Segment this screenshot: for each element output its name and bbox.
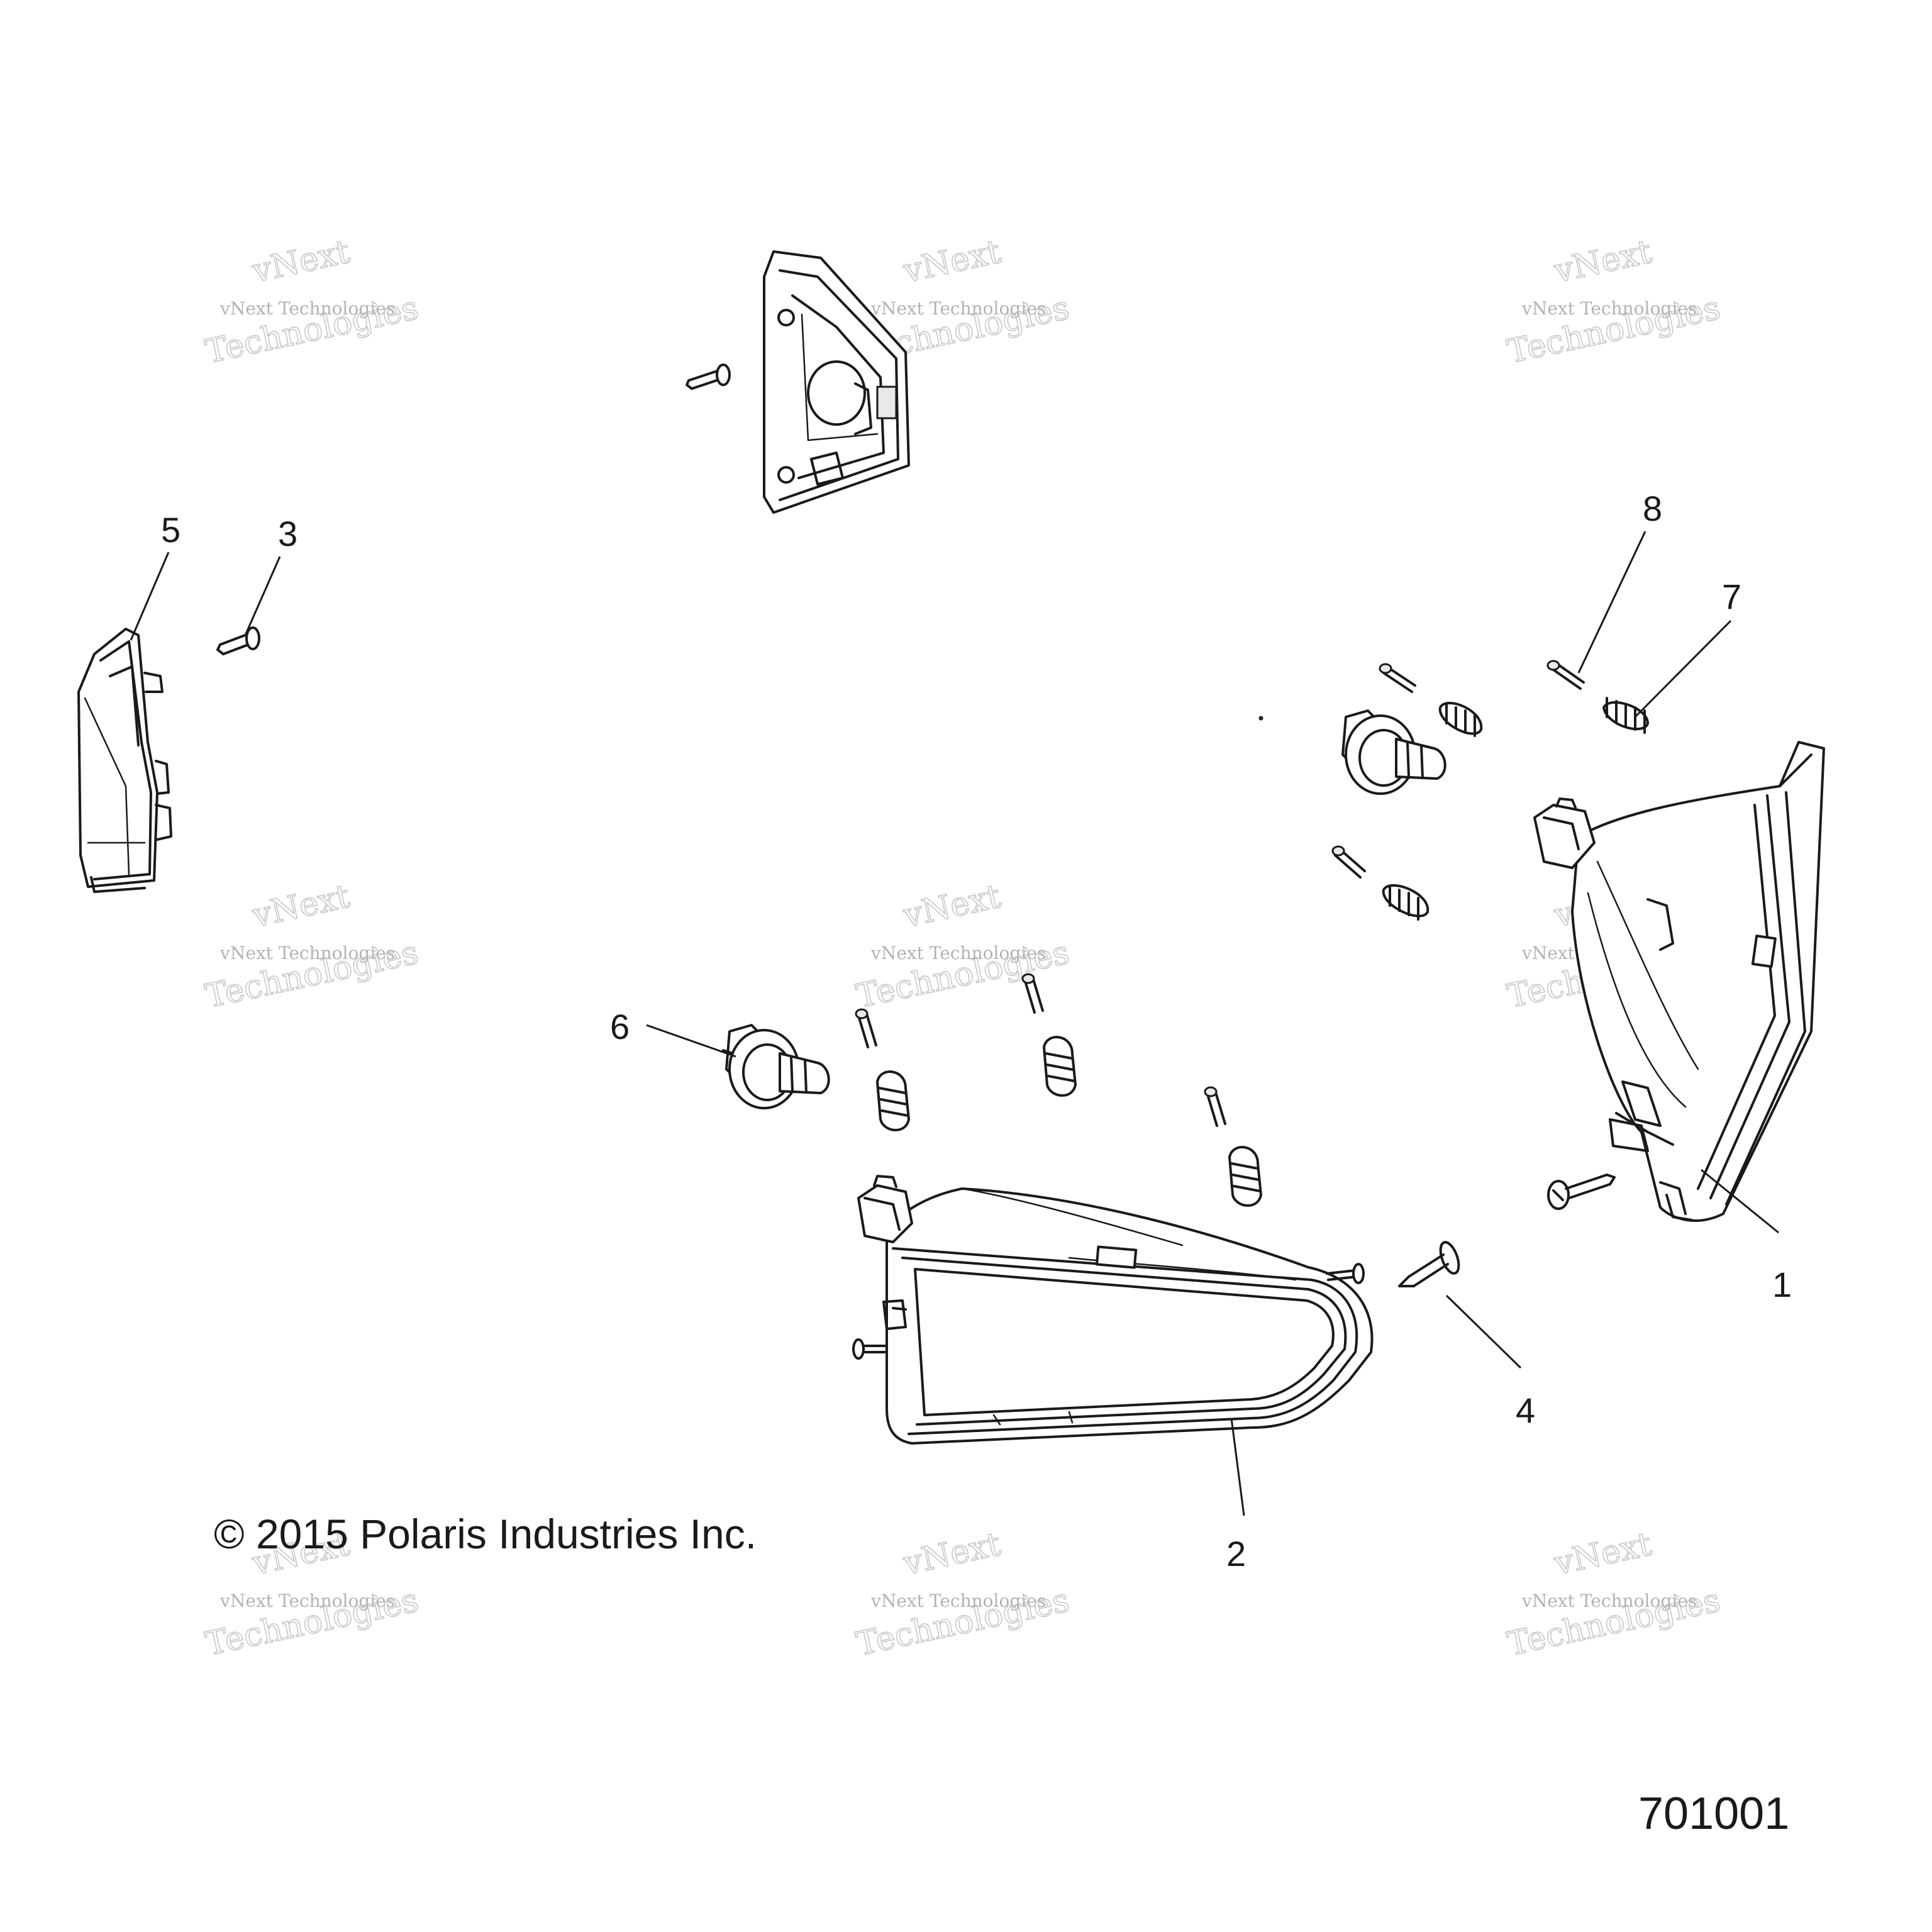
svg-text:vNext: vNext: [1550, 233, 1655, 290]
watermark-mid-center: vNext vNext Technologies Technologies: [853, 877, 1074, 1016]
leader-3: [244, 556, 281, 636]
part-6-bulb: [722, 1024, 830, 1109]
leader-5: [130, 552, 170, 641]
bulb-upper: [1341, 709, 1446, 795]
watermark-bottom-center: vNext vNext Technologies Technologies: [853, 1525, 1074, 1664]
callout-7: 7: [1722, 577, 1741, 616]
callout-3: 3: [278, 514, 297, 553]
callout-2: 2: [1226, 1534, 1246, 1574]
svg-text:vNext: vNext: [248, 233, 353, 290]
leader-6: [646, 1024, 736, 1058]
svg-text:vNext Technologies: vNext Technologies: [870, 943, 1046, 963]
watermark-mid-left: vNext vNext Technologies Technologies: [202, 877, 423, 1016]
leader-8: [1577, 531, 1646, 674]
svg-text:vNext Technologies: vNext Technologies: [1521, 298, 1697, 319]
leader-7: [1634, 619, 1732, 718]
svg-text:vNext Technologies: vNext Technologies: [870, 298, 1046, 319]
part-3-screw: [216, 626, 260, 655]
callout-6: 6: [610, 1007, 630, 1046]
watermark-top-right: vNext vNext Technologies Technologies: [1504, 233, 1724, 372]
watermarks: vNext vNext Technologies Technologies vN…: [202, 233, 1724, 1664]
svg-text:vNext Technologies: vNext Technologies: [219, 298, 395, 319]
pins-and-springs: [855, 660, 1649, 1207]
part-2-headlight-assembly: [852, 1175, 1374, 1445]
copyright-notice: © 2015 Polaris Industries Inc.: [214, 1511, 757, 1557]
leader-1: [1701, 1169, 1779, 1234]
headlight-housing-top: [686, 250, 910, 514]
callout-leaders: [130, 531, 1779, 1516]
screw-top-loose: [686, 364, 731, 390]
svg-text:vNext: vNext: [899, 233, 1004, 290]
svg-text:vNext Technologies: vNext Technologies: [219, 1591, 395, 1611]
callout-1: 1: [1772, 1265, 1792, 1304]
callout-numbers: 1 2 3 4 5 6 7 8: [161, 489, 1792, 1574]
part-7-spring: [1602, 697, 1649, 734]
svg-text:vNext Technologies: vNext Technologies: [870, 1591, 1046, 1611]
screw-near-part-1: [1547, 1174, 1616, 1210]
leader-4: [1445, 1294, 1522, 1369]
callout-4: 4: [1516, 1391, 1535, 1430]
svg-text:vNext: vNext: [1550, 1525, 1655, 1582]
watermark-bottom-right: vNext vNext Technologies Technologies: [1504, 1525, 1724, 1664]
watermark-top-left: vNext vNext Technologies Technologies: [202, 233, 423, 372]
svg-text:vNext: vNext: [248, 877, 353, 935]
part-4-push-pin: [1398, 1241, 1460, 1287]
callout-8: 8: [1643, 489, 1662, 528]
part-5-headlight-housing: [77, 628, 172, 893]
part-1-headlight-assembly: [1533, 741, 1825, 1222]
leader-2: [1230, 1418, 1245, 1516]
svg-text:vNext: vNext: [899, 1525, 1004, 1582]
part-8-pin: [1546, 660, 1585, 690]
svg-text:vNext: vNext: [899, 877, 1004, 935]
callout-5: 5: [161, 510, 180, 550]
svg-text:vNext Technologies: vNext Technologies: [1521, 1591, 1697, 1611]
svg-text:vNext Technologies: vNext Technologies: [219, 943, 395, 963]
diagram-number: 701001: [1638, 1789, 1789, 1839]
